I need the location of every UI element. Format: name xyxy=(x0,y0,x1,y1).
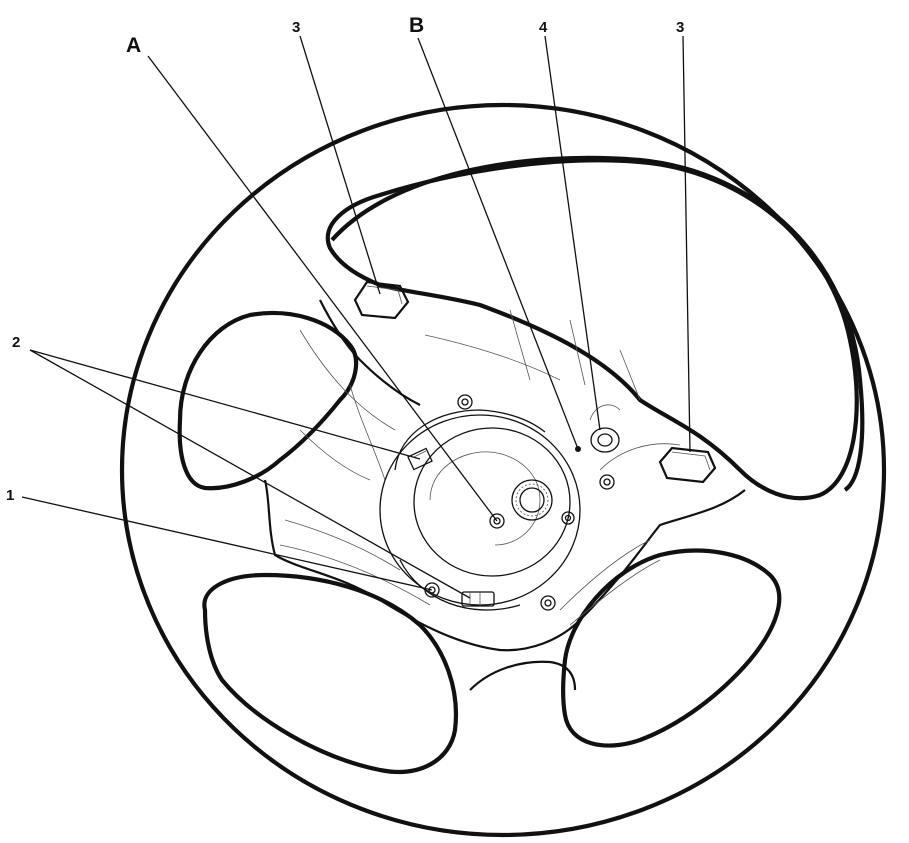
cruise-button-right xyxy=(658,446,717,484)
hub-detail-line xyxy=(599,443,681,471)
connector-upper xyxy=(407,447,433,471)
hub-detail-line xyxy=(299,329,396,431)
bolt-lower-right xyxy=(540,595,556,611)
steering-shaft-outer xyxy=(511,479,553,521)
bolt-a xyxy=(489,513,505,529)
hub-detail-line xyxy=(424,334,561,381)
clock-spring-inner xyxy=(413,427,571,577)
hub-lower-edge xyxy=(469,660,577,691)
leader-lines xyxy=(21,35,691,599)
callout-4: 4 xyxy=(539,19,548,36)
bolt-center xyxy=(561,511,575,525)
hub-outline xyxy=(263,479,746,652)
callout-b: B xyxy=(409,14,424,37)
steering-shaft-splines xyxy=(515,483,549,517)
clock-spring-housing xyxy=(394,409,546,471)
wheel-rim-outer xyxy=(119,102,887,838)
callout-3-left: 3 xyxy=(292,19,300,36)
left-opening xyxy=(177,310,359,491)
steering-shaft-inner xyxy=(519,487,545,513)
hub-detail-line xyxy=(509,309,531,381)
lower-right-opening xyxy=(561,548,782,748)
clock-spring-housing-lower xyxy=(399,559,521,611)
connector-lower xyxy=(461,591,495,607)
hub-detail-line xyxy=(569,319,586,386)
upper-opening xyxy=(325,158,859,501)
callout-a: A xyxy=(126,34,141,57)
lower-left-opening xyxy=(202,572,458,774)
clock-spring-spiral xyxy=(429,451,541,546)
callout-3-right: 3 xyxy=(676,19,684,36)
hub-detail-line xyxy=(619,349,641,401)
callout-2: 2 xyxy=(12,334,20,351)
hub-detail-line xyxy=(279,544,431,606)
bolt-right xyxy=(599,474,615,490)
callout-1: 1 xyxy=(6,487,14,504)
hub-detail-line xyxy=(559,539,651,611)
hub-detail-line xyxy=(284,519,401,571)
hub-detail-line xyxy=(569,559,661,626)
hub-detail-line xyxy=(349,384,386,481)
bolt-lower-left xyxy=(424,582,440,598)
bolt-upper-left xyxy=(457,394,473,410)
hub-detail-line xyxy=(299,429,371,481)
horn-contact xyxy=(589,404,621,453)
